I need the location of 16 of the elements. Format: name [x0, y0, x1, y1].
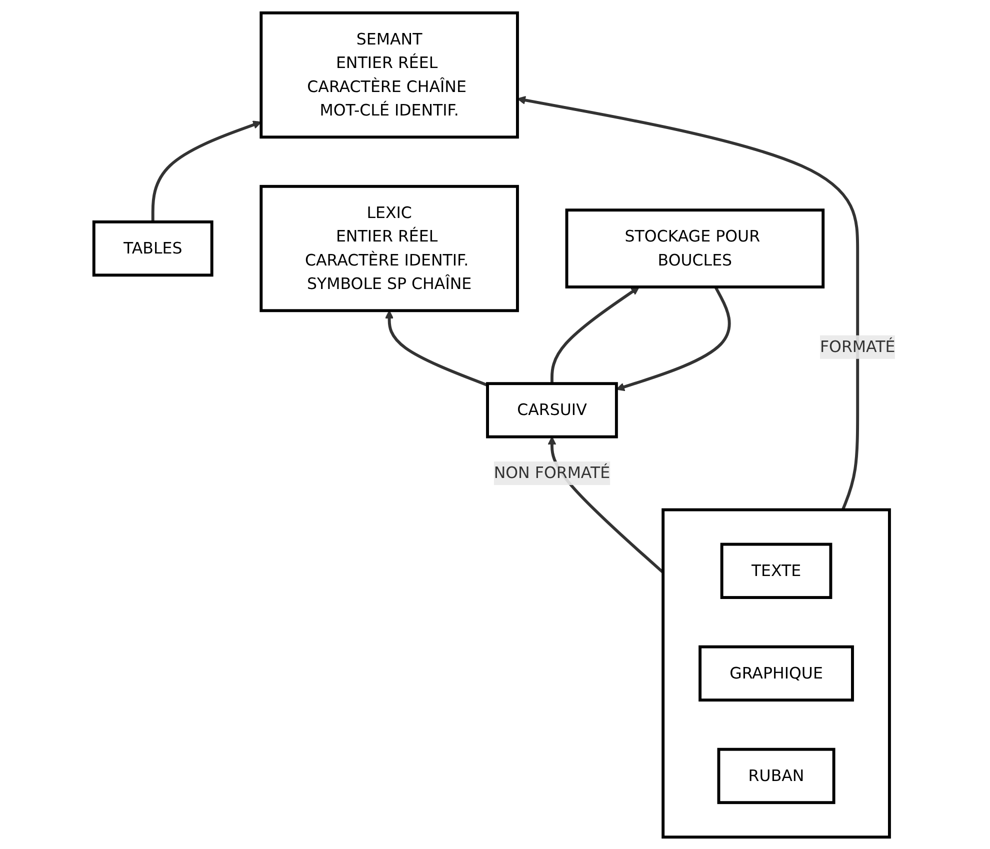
node-box: CARSUIV — [486, 382, 618, 438]
node-box: TEXTE — [720, 542, 833, 598]
arrow — [550, 286, 640, 384]
arrow — [152, 120, 262, 222]
node-box: STOCKAGE POUR BOUCLES — [566, 208, 826, 288]
cluster — [662, 508, 892, 838]
node-box: LEXIC ENTIER RÉEL CARACTÈRE IDENTIF. SYMBOLE SP CHAÎNE — [260, 184, 520, 312]
edge-label: FORMATÉ — [820, 336, 896, 356]
arrow — [518, 95, 860, 510]
node-box: TABLES — [92, 220, 214, 276]
node-box: SEMANT ENTIER RÉEL CARACTÈRE CHAÎNE MOT-CLÉ IDENTIF. — [260, 10, 520, 138]
arrow — [616, 286, 732, 391]
arrow — [385, 310, 488, 386]
edge-label: NON FORMATÉ — [494, 462, 611, 482]
node-box: GRAPHIQUE — [699, 644, 854, 702]
node-box: RUBAN — [718, 747, 836, 804]
